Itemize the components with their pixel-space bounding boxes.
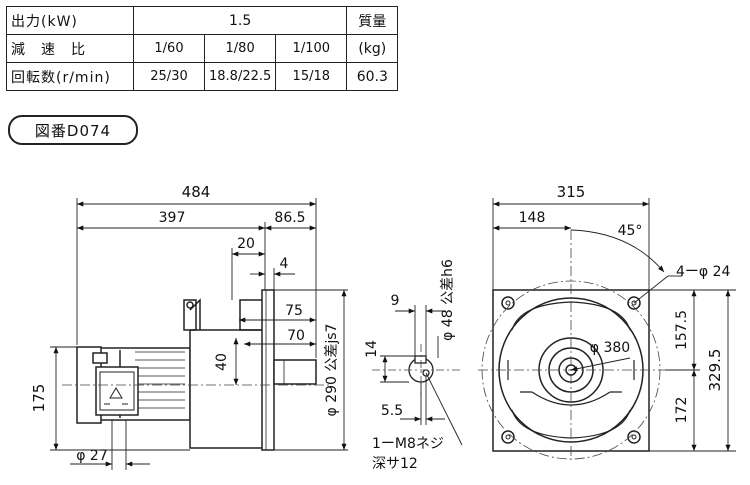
tapped-hole-note: 1ーM8ネジ	[372, 436, 444, 452]
dim-center-height: 175	[30, 384, 48, 413]
dim-bolt-angle: 45°	[618, 223, 643, 239]
dim-shaft-dia: φ 48 公差h6	[440, 259, 456, 341]
mount-hole	[627, 430, 641, 444]
dim-4: 4	[280, 256, 289, 272]
drawing-number-badge: 図番D074	[8, 115, 138, 145]
dim-40: 40	[214, 353, 230, 371]
mount-hole	[501, 296, 515, 310]
speed-label: 回転数(r/min)	[6, 62, 134, 91]
dim-flange-width: 315	[557, 183, 586, 201]
mass-unit: (kg)	[346, 34, 399, 63]
dim-overall-length: 484	[182, 183, 211, 201]
speed-cell: 15/18	[275, 62, 348, 91]
dim-75: 75	[285, 303, 303, 319]
ratio-label: 減 速 比	[6, 34, 134, 63]
flange	[261, 289, 275, 451]
spec-table: 出力(kW) 1.5 質量 減 速 比 1/60 1/80 1/100 (kg)…	[6, 6, 399, 91]
speed-cell: 25/30	[133, 62, 205, 91]
output-label: 出力(kW)	[6, 6, 134, 35]
dim-total-height: 329.5	[706, 349, 724, 392]
dim-half-width: 148	[519, 210, 546, 226]
dim-key-width: 9	[391, 293, 400, 309]
dim-mount-holes: 4ーφ 24	[676, 264, 730, 280]
dim-motor-dia: φ 27	[76, 448, 108, 464]
dim-20: 20	[237, 236, 255, 252]
gearbox-body	[189, 329, 266, 449]
dim-70: 70	[287, 328, 305, 344]
mass-value: 60.3	[346, 62, 399, 91]
output-shaft	[273, 359, 317, 385]
terminal-box	[95, 366, 139, 416]
dim-shaft-extension: 86.5	[274, 210, 305, 226]
dim-key-height: 14	[364, 340, 380, 358]
mount-hole	[627, 296, 641, 310]
output-value: 1.5	[132, 6, 348, 35]
dim-lower-height: 172	[674, 397, 690, 424]
dim-pcd: φ 380	[590, 340, 630, 356]
tap-depth-note: 深サ12	[372, 456, 418, 472]
mount-hole	[501, 430, 515, 444]
dim-flange-dia: φ 290 公差js7	[324, 324, 340, 417]
speed-cell: 18.8/22.5	[203, 62, 277, 91]
side-view	[76, 289, 317, 451]
ratio-cell: 1/100	[275, 34, 348, 63]
ratio-cell: 1/80	[203, 34, 277, 63]
dim-body-length: 397	[159, 210, 186, 226]
dim-upper-height: 157.5	[674, 310, 690, 350]
dim-5-5: 5.5	[381, 403, 403, 419]
